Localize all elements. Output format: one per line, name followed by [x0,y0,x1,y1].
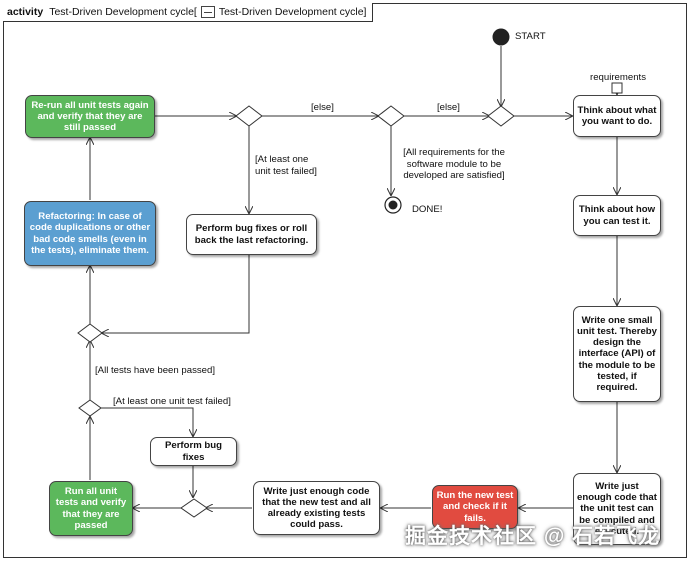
node-rerun-tests: Re-run all unit tests again and verify t… [25,95,155,138]
watermark: 掘金技术社区 @ 石若飞龙 [405,525,661,548]
activity-keyword: activity [7,6,44,18]
start-node [492,28,510,46]
merge-diamond-bottom [180,498,208,518]
node-write-pass-code: Write just enough code that the new test… [253,481,380,535]
node-write-compiled: Write just enough code that the unit tes… [573,473,661,545]
diagram-icon [200,6,215,18]
label-all-passed: [All tests have been passed] [95,365,215,376]
node-refactoring: Refactoring: In case of code duplication… [24,201,156,266]
node-run-all-tests: Run all unit tests and verify that they … [49,481,133,536]
node-write-small-test: Write one small unit test. Thereby desig… [573,306,661,402]
node-run-new-test: Run the new test and check if it fails. [432,485,518,529]
merge-diamond-refactor [77,323,103,343]
node-bug-fix-rollback: Perform bug fixes or roll back the last … [186,214,317,255]
decision-diamond-runall [78,399,102,417]
done-node-core [388,200,398,210]
label-start: START [515,31,546,42]
diagram-title-tab: activity Test-Driven Development cycle[ … [3,3,374,22]
label-at-least-one-failed-a: [At least one unit test failed] [255,154,317,177]
merge-diamond-start [487,105,515,127]
title-right: Test-Driven Development cycle] [218,6,367,18]
label-else-1: [else] [311,102,334,113]
decision-diamond-requirements [377,105,405,127]
decision-diamond-tests [235,105,263,127]
label-else-2: [else] [437,102,460,113]
edge-rollback-merge [102,255,250,333]
node-think-want: Think about what you want to do. [573,95,661,137]
node-think-test: Think about how you can test it. [573,195,661,236]
label-done: DONE! [412,204,443,215]
node-perform-bug-fixes: Perform bug fixes [150,437,237,466]
label-at-least-one-failed-b: [At least one unit test failed] [113,396,231,407]
requirements-pin [611,82,623,94]
label-all-requirements: [All requirements for the software modul… [403,147,505,181]
label-requirements: requirements [590,72,646,83]
edge-decision-bugfix [100,407,193,436]
title-left: Test-Driven Development cycle[ [49,6,197,18]
